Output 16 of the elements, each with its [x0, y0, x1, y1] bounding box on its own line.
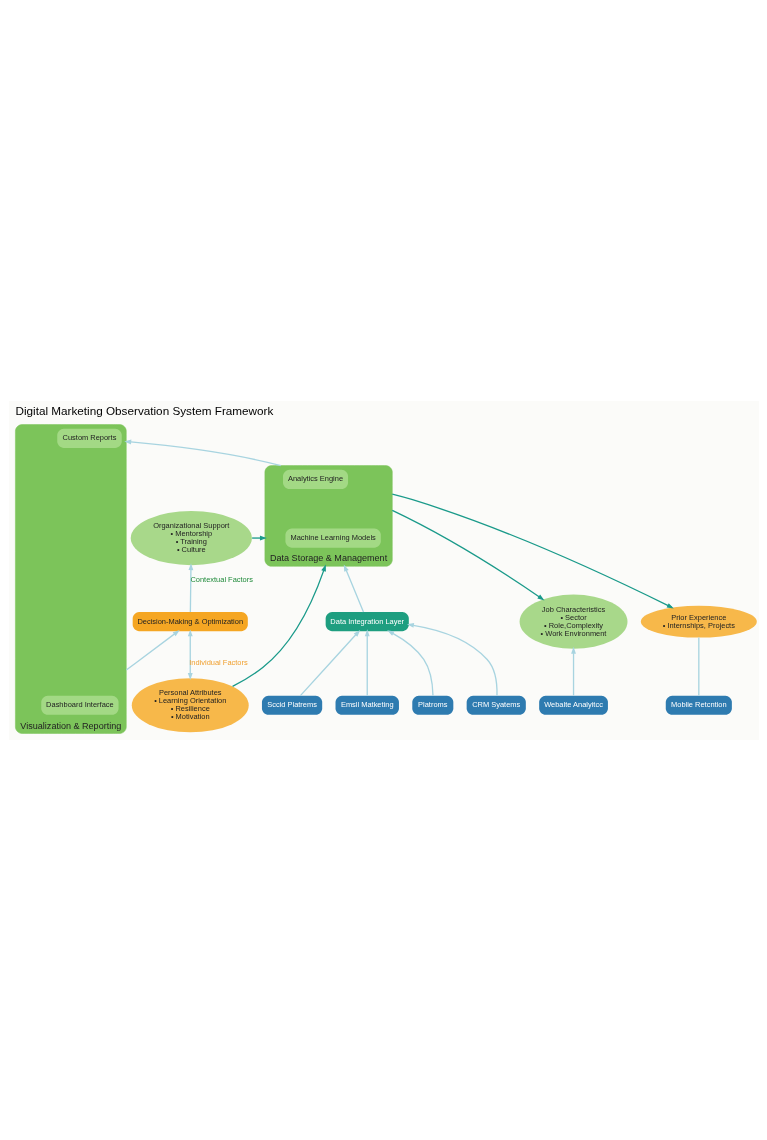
- arrow: [391, 509, 544, 600]
- arrow: [406, 622, 498, 696]
- connector: [697, 636, 699, 696]
- arrow: [391, 492, 674, 608]
- arrow: [187, 628, 193, 680]
- arrow: [299, 629, 360, 696]
- arrow: [123, 439, 282, 466]
- arrow: [187, 562, 193, 613]
- arrow: [364, 628, 370, 696]
- arrow: [343, 563, 364, 613]
- arrow: [570, 646, 576, 696]
- arrow: [250, 535, 267, 540]
- arrow: [125, 629, 180, 671]
- diagram-title: Digital Marketing Observation System Framework: [14, 403, 273, 417]
- arrow: [386, 629, 434, 696]
- arrow: [231, 563, 326, 687]
